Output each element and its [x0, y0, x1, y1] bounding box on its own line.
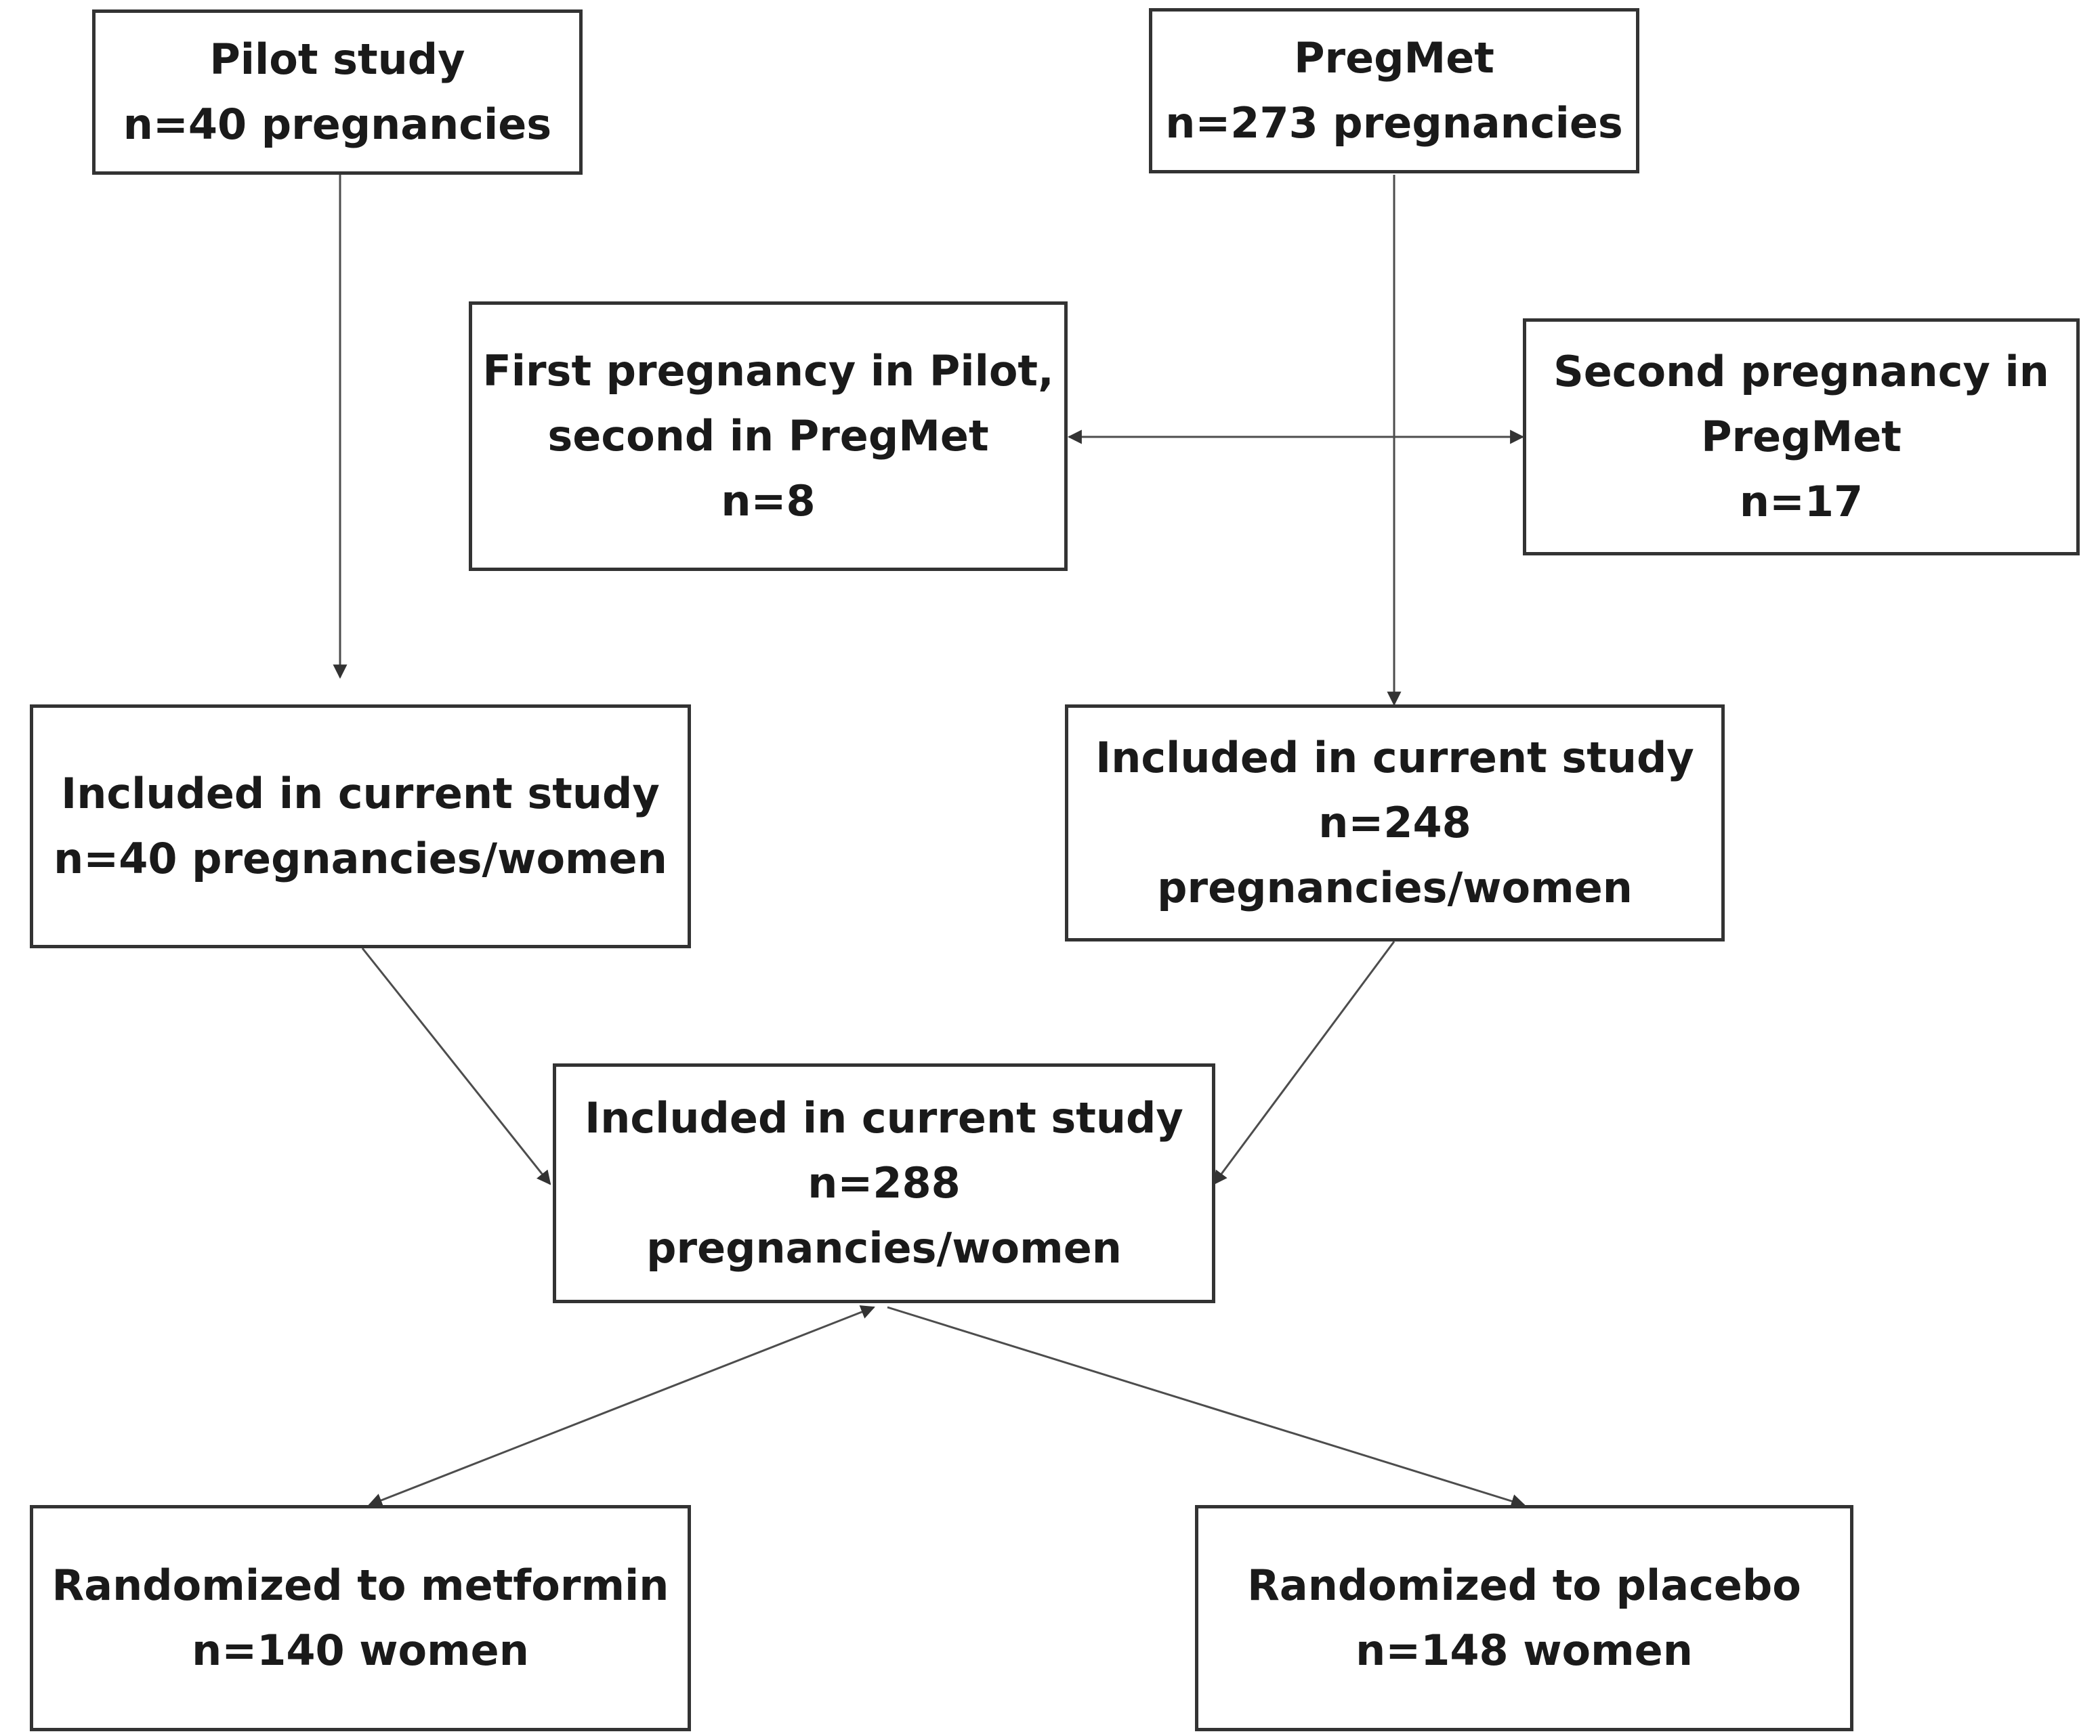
second-pregnancy-line-2: PregMet	[1701, 411, 1902, 461]
pregmet-count: n=273 pregnancies	[1165, 98, 1623, 148]
included-pilot-count: n=40 pregnancies/women	[54, 834, 667, 883]
included-total-line-1: Included in current study	[585, 1093, 1183, 1143]
placebo-box: Randomized to placebo n=148 women	[1195, 1505, 1853, 1731]
included-total-line-3: pregnancies/women	[646, 1223, 1122, 1273]
included-pregmet-line-3: pregnancies/women	[1157, 863, 1633, 913]
included-total-count: n=288	[807, 1158, 961, 1208]
first-pilot-second-pregmet-box: First pregnancy in Pilot, second in Preg…	[469, 301, 1068, 571]
included-total-box: Included in current study n=288 pregnanc…	[553, 1063, 1215, 1303]
metformin-label: Randomized to metformin	[51, 1560, 669, 1610]
arrow-included-pilot-to-total	[361, 948, 551, 1185]
included-pilot-line-1: Included in current study	[61, 768, 660, 818]
included-pilot-box: Included in current study n=40 pregnanci…	[30, 704, 691, 948]
metformin-count: n=140 women	[192, 1626, 529, 1675]
second-pregnancy-pregmet-box: Second pregnancy in PregMet n=17	[1523, 318, 2080, 555]
first-pilot-count: n=8	[721, 476, 816, 526]
pregmet-box: PregMet n=273 pregnancies	[1149, 8, 1639, 173]
arrow-total-to-placebo	[887, 1306, 1526, 1508]
included-pregmet-box: Included in current study n=248 pregnanc…	[1065, 704, 1725, 941]
pilot-study-title: Pilot study	[209, 34, 465, 84]
metformin-box: Randomized to metformin n=140 women	[30, 1505, 691, 1731]
included-pregmet-count: n=248	[1318, 797, 1471, 847]
first-pilot-line-1: First pregnancy in Pilot,	[482, 345, 1054, 396]
second-pregnancy-line-1: Second pregnancy in	[1553, 346, 2049, 396]
arrow-included-pregmet-to-total	[1213, 941, 1395, 1185]
placebo-label: Randomized to placebo	[1247, 1560, 1801, 1610]
included-pregmet-line-1: Included in current study	[1095, 732, 1694, 782]
arrow-total-to-metformin	[368, 1305, 875, 1507]
pregmet-title: PregMet	[1294, 33, 1494, 83]
second-pregnancy-count: n=17	[1739, 477, 1864, 527]
pilot-study-count: n=40 pregnancies	[123, 100, 552, 149]
pilot-study-box: Pilot study n=40 pregnancies	[92, 9, 583, 175]
first-pilot-line-2: second in PregMet	[547, 410, 989, 461]
placebo-count: n=148 women	[1356, 1626, 1693, 1675]
